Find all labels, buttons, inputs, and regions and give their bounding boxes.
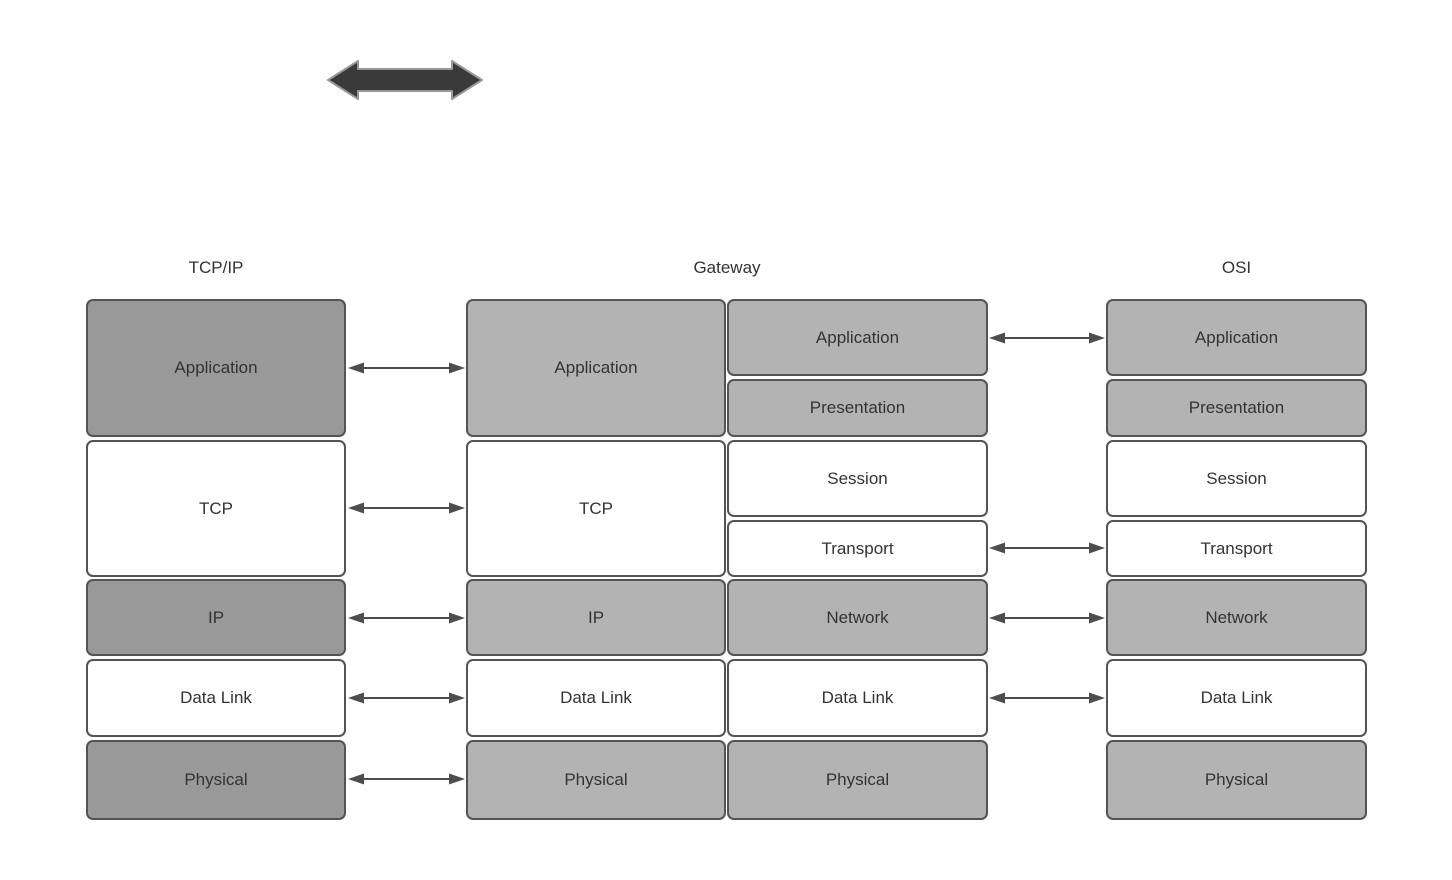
arrow-gateway-osi-network-icon bbox=[989, 610, 1105, 626]
gateway-left-layer-physical: Physical bbox=[466, 740, 726, 820]
arrow-gateway-osi-datalink-icon bbox=[989, 690, 1105, 706]
column-header-tcpip: TCP/IP bbox=[188, 258, 244, 277]
osi-layer-physical: Physical bbox=[1106, 740, 1367, 820]
gateway-right-layer-presentation: Presentation bbox=[727, 379, 988, 437]
gateway-right-layer-transport: Transport bbox=[727, 520, 988, 577]
gateway-left-layer-datalink: Data Link bbox=[466, 659, 726, 737]
arrow-gateway-osi-application-icon bbox=[989, 330, 1105, 346]
arrow-tcpip-gateway-tcp-icon bbox=[348, 500, 465, 516]
gateway-right-layer-session: Session bbox=[727, 440, 988, 517]
osi-layer-transport: Transport bbox=[1106, 520, 1367, 577]
gateway-left-layer-ip: IP bbox=[466, 579, 726, 656]
gateway-left-layer-application: Application bbox=[466, 299, 726, 437]
osi-layer-presentation: Presentation bbox=[1106, 379, 1367, 437]
arrow-tcpip-gateway-application-icon bbox=[348, 360, 465, 376]
gateway-left-layer-tcp: TCP bbox=[466, 440, 726, 577]
thick-double-arrow-icon bbox=[326, 58, 484, 102]
column-header-osi: OSI bbox=[1221, 258, 1252, 277]
arrow-gateway-osi-transport-icon bbox=[989, 540, 1105, 556]
arrow-tcpip-gateway-datalink-icon bbox=[348, 690, 465, 706]
arrow-tcpip-gateway-ip-icon bbox=[348, 610, 465, 626]
osi-layer-datalink: Data Link bbox=[1106, 659, 1367, 737]
arrow-tcpip-gateway-physical-icon bbox=[348, 771, 465, 787]
osi-layer-application: Application bbox=[1106, 299, 1367, 376]
tcpip-layer-physical: Physical bbox=[86, 740, 346, 820]
column-header-gateway: Gateway bbox=[693, 258, 761, 277]
osi-layer-session: Session bbox=[1106, 440, 1367, 517]
tcpip-layer-tcp: TCP bbox=[86, 440, 346, 577]
gateway-right-layer-network: Network bbox=[727, 579, 988, 656]
tcpip-layer-ip: IP bbox=[86, 579, 346, 656]
osi-layer-network: Network bbox=[1106, 579, 1367, 656]
gateway-right-layer-datalink: Data Link bbox=[727, 659, 988, 737]
gateway-right-layer-application: Application bbox=[727, 299, 988, 376]
gateway-right-layer-physical: Physical bbox=[727, 740, 988, 820]
tcpip-layer-datalink: Data Link bbox=[86, 659, 346, 737]
tcpip-layer-application: Application bbox=[86, 299, 346, 437]
